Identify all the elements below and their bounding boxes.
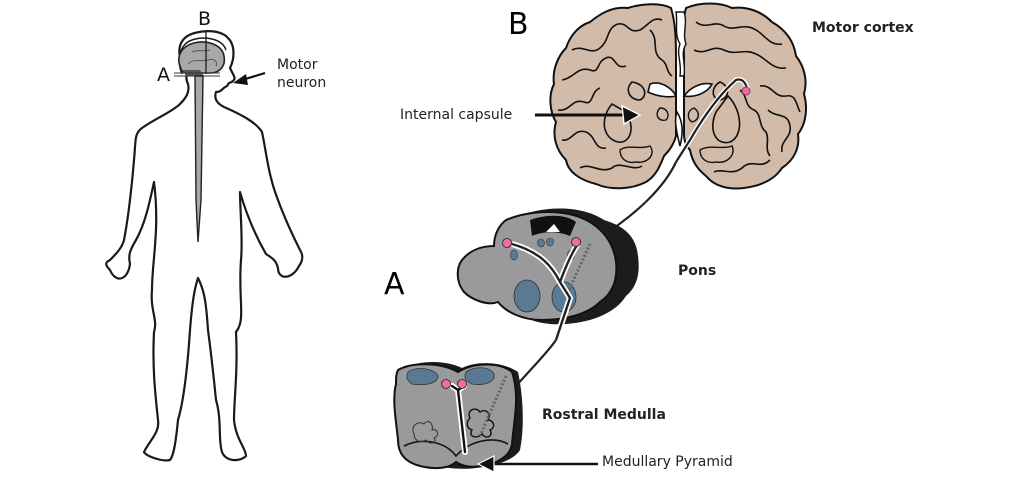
inferior-olive-right (466, 408, 495, 438)
upper-motor-neuron-soma (741, 86, 751, 96)
label-rostral-medulla: Rostral Medulla (542, 407, 666, 423)
lateral-ventricle-right (682, 82, 714, 98)
body-section-label-a: A (157, 64, 170, 86)
pons-motor-neuron-right (571, 237, 581, 247)
pons-nucleus (537, 238, 545, 248)
medulla-nucleus-left (406, 368, 439, 386)
thalamus-right (687, 107, 699, 123)
longitudinal-fissure (675, 11, 687, 77)
cortical-gyri (557, 18, 801, 173)
internal-capsule-arrowhead (621, 104, 642, 126)
medulla-nucleus-right (464, 367, 495, 385)
pons-dotted-tract (566, 243, 592, 293)
pons-nucleus (546, 237, 554, 247)
lentiform-right (712, 94, 741, 144)
body-brain (178, 41, 226, 74)
lateral-ventricle-left (647, 82, 678, 98)
hippocampus-right (699, 145, 734, 164)
medulla-dotted-tract (478, 375, 508, 437)
corticobulbar-axon-cortex-core (675, 78, 750, 163)
body-outline (105, 30, 304, 462)
section-heading-b: B (508, 7, 529, 42)
section-heading-a: A (384, 267, 405, 302)
caudate-left (627, 81, 646, 101)
medulla-motor-neuron-right (457, 379, 467, 389)
pons-motor-neuron-left (502, 238, 512, 248)
pons-corticospinal-left (513, 279, 541, 313)
human-body-figure (105, 30, 304, 462)
motor-neuron-arrowhead (233, 74, 248, 85)
hippocampus-left (619, 145, 653, 164)
label-internal-capsule: Internal capsule (400, 107, 513, 123)
body-brain-gyri (187, 49, 217, 67)
pons-nucleus (510, 249, 518, 261)
motor-neuron-label-line2: neuron (277, 75, 327, 91)
thalamus-left (656, 107, 669, 122)
inferior-olive-left (412, 421, 439, 444)
label-medullary-pyramid: Medullary Pyramid (602, 454, 733, 470)
medulla-section (393, 362, 598, 473)
body-section-label-b: B (198, 8, 212, 30)
fourth-ventricle-lumen (546, 224, 560, 232)
medulla-motor-neuron-left (441, 379, 451, 389)
motor-neuron-label-line1: Motor (277, 57, 318, 73)
pons-section (456, 208, 639, 341)
label-motor-cortex: Motor cortex (812, 20, 914, 36)
axon-pons-to-medulla (515, 339, 557, 387)
coronal-brain-section (535, 2, 807, 190)
spinal-cord (194, 75, 204, 243)
third-ventricle (674, 110, 683, 147)
medullary-pyramid-arrowhead (476, 455, 495, 473)
left-hemisphere (549, 3, 677, 190)
label-pons: Pons (678, 263, 717, 279)
